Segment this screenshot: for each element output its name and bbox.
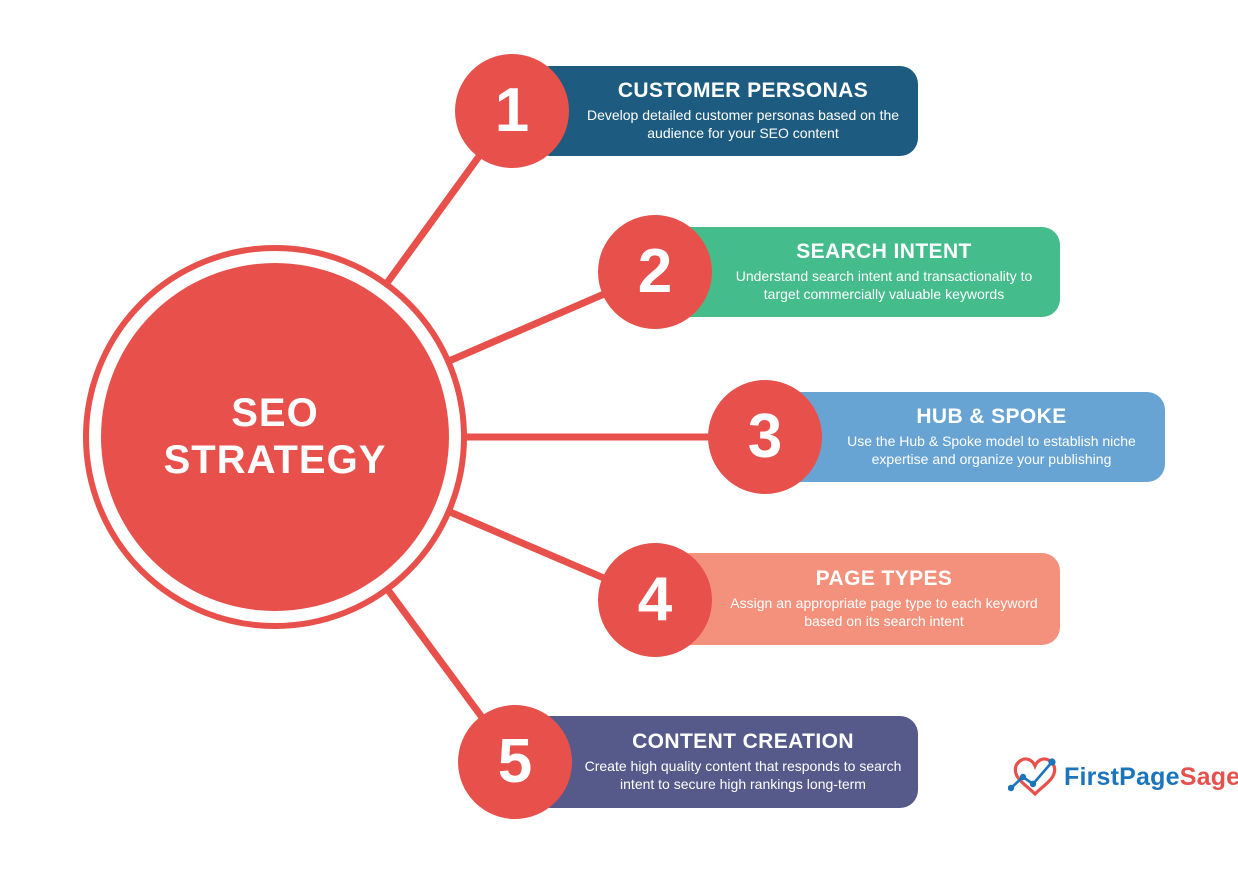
step-number-badge-4: 4 xyxy=(598,543,712,657)
step-card-1: CUSTOMER PERSONAS Develop detailed custo… xyxy=(532,66,918,156)
logo-wordmark: FirstPageSage xyxy=(1064,763,1238,792)
step-number-badge-2: 2 xyxy=(598,215,712,329)
step-number-3: 3 xyxy=(747,402,783,471)
center-label: SEO STRATEGY xyxy=(164,390,387,484)
step-description-3: Use the Hub & Spoke model to establish n… xyxy=(847,433,1136,467)
center-circle-ring: SEO STRATEGY xyxy=(83,245,467,629)
step-title-5: CONTENT CREATION xyxy=(632,730,854,754)
step-card-2: SEARCH INTENT Understand search intent a… xyxy=(672,227,1060,317)
step-number-badge-1: 1 xyxy=(455,54,569,168)
step-title-3: HUB & SPOKE xyxy=(916,405,1067,429)
step-title-4: PAGE TYPES xyxy=(815,567,953,591)
heart-with-line-chart-icon xyxy=(1008,757,1057,797)
step-card-5: CONTENT CREATION Create high quality con… xyxy=(532,716,918,808)
firstpagesage-logo: FirstPageSage xyxy=(1008,752,1238,802)
center-label-line2: STRATEGY xyxy=(163,438,387,482)
center-label-line1: SEO xyxy=(231,390,319,435)
center-circle: SEO STRATEGY xyxy=(101,263,449,611)
step-description-5: Create high quality content that respond… xyxy=(584,758,902,792)
step-card-4: PAGE TYPES Assign an appropriate page ty… xyxy=(672,553,1060,645)
step-description-2: Understand search intent and transaction… xyxy=(735,268,1033,302)
step-number-4: 4 xyxy=(637,565,673,634)
logo-text-secondary: Sage xyxy=(1179,762,1238,791)
step-number-1: 1 xyxy=(494,76,530,145)
step-description-1: Develop detailed customer personas based… xyxy=(586,107,900,141)
step-number-badge-3: 3 xyxy=(708,380,822,494)
step-number-2: 2 xyxy=(637,237,673,306)
step-number-badge-5: 5 xyxy=(458,705,572,819)
step-number-5: 5 xyxy=(497,727,533,796)
step-description-4: Assign an appropriate page type to each … xyxy=(730,595,1038,629)
step-title-2: SEARCH INTENT xyxy=(796,240,972,264)
step-card-3: HUB & SPOKE Use the Hub & Spoke model to… xyxy=(782,392,1165,482)
logo-text-primary: FirstPage xyxy=(1064,762,1180,791)
step-title-1: CUSTOMER PERSONAS xyxy=(617,79,869,103)
